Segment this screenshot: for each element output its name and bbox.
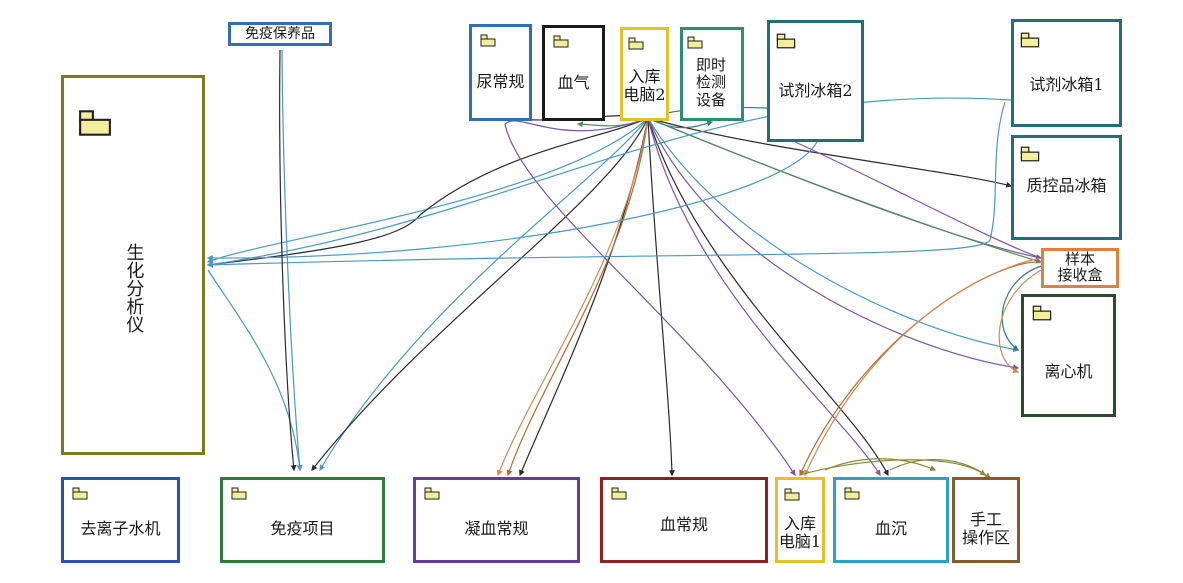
connection-line bbox=[647, 117, 881, 477]
package-icon bbox=[79, 110, 111, 136]
connection-line bbox=[311, 117, 649, 471]
node-sample-box[interactable]: 样本 接收盒 bbox=[1041, 248, 1119, 288]
node-immune[interactable]: 免疫项目 bbox=[220, 477, 385, 563]
node-label: 血沉 bbox=[874, 518, 907, 538]
node-fridge2[interactable]: 试剂冰箱2 bbox=[767, 20, 864, 142]
package-icon bbox=[1020, 32, 1040, 48]
connection-line bbox=[496, 117, 649, 477]
node-label: 试剂冰箱2 bbox=[778, 80, 853, 100]
connection-line bbox=[647, 117, 1043, 264]
node-qc-fridge[interactable]: 质控品冰箱 bbox=[1011, 135, 1122, 240]
node-label: 手工 操作区 bbox=[961, 509, 1010, 547]
node-deionizer[interactable]: 去离子水机 bbox=[61, 477, 180, 563]
node-poct[interactable]: 即时 检测 设备 bbox=[680, 27, 744, 121]
connection-line bbox=[778, 134, 1042, 259]
package-icon bbox=[480, 34, 496, 47]
connection-line bbox=[206, 139, 819, 262]
package-icon bbox=[1032, 305, 1052, 321]
node-label: 去离子水机 bbox=[80, 518, 161, 538]
node-label: 尿常规 bbox=[476, 71, 525, 91]
connection-line bbox=[319, 117, 649, 472]
connection-line bbox=[206, 97, 1012, 268]
node-immune-storage[interactable]: 免疫保养品 bbox=[228, 22, 332, 46]
node-urine[interactable]: 尿常规 bbox=[469, 24, 532, 121]
node-label: 质控品冰箱 bbox=[1026, 175, 1107, 195]
connection-line bbox=[206, 101, 1006, 268]
connection-line bbox=[647, 117, 1020, 371]
node-label: 试剂冰箱1 bbox=[1029, 74, 1104, 94]
connection-line bbox=[504, 117, 796, 477]
connection-line bbox=[804, 257, 1042, 477]
node-label: 即时 检测 设备 bbox=[695, 56, 726, 109]
connection-line bbox=[998, 269, 1042, 373]
package-icon bbox=[553, 35, 569, 48]
connection-line bbox=[889, 458, 991, 479]
connection-line bbox=[799, 261, 1042, 477]
node-pc1[interactable]: 入库 电脑1 bbox=[775, 477, 825, 563]
connection-line bbox=[281, 49, 303, 472]
node-label: 免疫保养品 bbox=[245, 25, 315, 42]
connection-line bbox=[207, 269, 303, 472]
connection-line bbox=[1001, 265, 1042, 351]
connection-line bbox=[647, 117, 714, 129]
node-label: 凝血常规 bbox=[464, 518, 529, 538]
package-icon bbox=[1020, 146, 1040, 162]
package-icon bbox=[687, 36, 703, 49]
package-icon bbox=[628, 37, 644, 50]
node-label: 入库 电脑1 bbox=[778, 513, 822, 551]
package-icon bbox=[231, 487, 247, 500]
connection-line bbox=[647, 117, 1013, 188]
node-centrifuge[interactable]: 离心机 bbox=[1021, 294, 1116, 417]
connection-line bbox=[647, 117, 1020, 353]
package-icon bbox=[72, 487, 88, 500]
connection-line bbox=[279, 49, 297, 472]
node-biochem[interactable]: 生化分析仪 bbox=[61, 75, 205, 455]
connection-line bbox=[206, 117, 649, 263]
package-icon bbox=[424, 487, 440, 500]
connection-line bbox=[206, 117, 649, 268]
connection-line bbox=[799, 459, 986, 476]
node-pc2[interactable]: 入库 电脑2 bbox=[620, 27, 669, 121]
package-icon bbox=[611, 487, 627, 500]
node-esr[interactable]: 血沉 bbox=[833, 477, 949, 563]
connection-line bbox=[519, 117, 649, 477]
connection-line bbox=[506, 117, 649, 477]
node-label: 生化分析仪 bbox=[123, 243, 145, 333]
node-cbc[interactable]: 血常规 bbox=[600, 477, 768, 563]
node-manual[interactable]: 手工 操作区 bbox=[952, 477, 1020, 563]
connection-line bbox=[824, 458, 937, 471]
connection-line bbox=[647, 117, 889, 477]
node-label: 样本 接收盒 bbox=[1057, 250, 1103, 284]
connection-line bbox=[647, 117, 675, 477]
node-fridge1[interactable]: 试剂冰箱1 bbox=[1011, 19, 1122, 127]
node-label: 血常规 bbox=[659, 514, 708, 534]
node-label: 入库 电脑2 bbox=[623, 66, 666, 104]
node-label: 免疫项目 bbox=[270, 518, 335, 538]
node-label: 离心机 bbox=[1044, 361, 1093, 381]
package-icon bbox=[784, 488, 800, 501]
node-label: 血气 bbox=[557, 72, 590, 92]
package-icon bbox=[776, 33, 796, 49]
node-coag[interactable]: 凝血常规 bbox=[413, 477, 580, 563]
node-blood-gas[interactable]: 血气 bbox=[542, 25, 605, 121]
package-icon bbox=[844, 487, 860, 500]
